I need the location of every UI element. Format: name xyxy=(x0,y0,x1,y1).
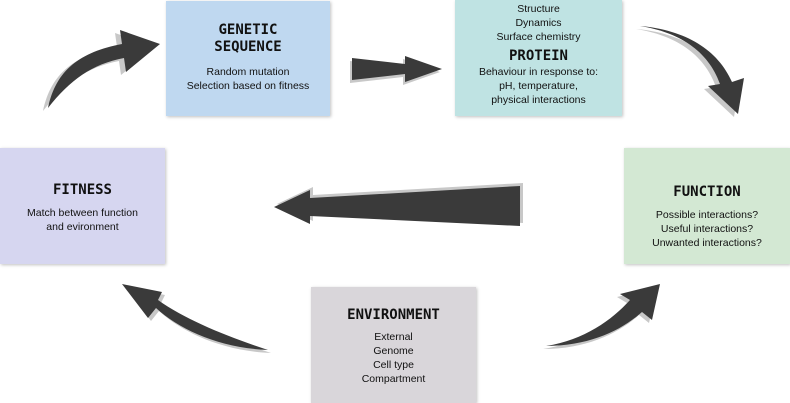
function-title: FUNCTION xyxy=(673,184,741,200)
genetic-line-1: Random mutation xyxy=(206,66,290,78)
arrow-function-to-fitness xyxy=(274,183,523,226)
protein-line-1: Behaviour in response to: xyxy=(478,66,599,78)
environment-title: ENVIRONMENT xyxy=(347,307,440,323)
fitness-box: FITNESS Match between function and eviro… xyxy=(0,148,165,264)
protein-pre-line-3: Surface chemistry xyxy=(496,31,581,43)
genetic-sequence-title: GENETIC SEQUENCE xyxy=(214,22,282,55)
arrow-fitness-to-genetic xyxy=(43,30,160,111)
fitness-line-2: and evironment xyxy=(46,221,119,233)
arrow-environment-to-function xyxy=(543,284,660,349)
function-line-1: Possible interactions? xyxy=(655,209,759,221)
function-line-2: Useful interactions? xyxy=(660,223,754,235)
environment-line-2: Genome xyxy=(373,345,414,357)
fitness-line-1: Match between function xyxy=(27,207,138,219)
protein-pre-line-2: Dynamics xyxy=(515,17,562,29)
protein-title: PROTEIN xyxy=(508,48,568,64)
environment-box: ENVIRONMENT External Genome Cell type Co… xyxy=(311,287,476,403)
arrow-genetic-to-protein xyxy=(350,56,442,85)
protein-line-2: pH, temperature, xyxy=(499,80,578,92)
environment-line-4: Compartment xyxy=(361,373,426,385)
environment-line-3: Cell type xyxy=(373,359,414,371)
arrow-environment-to-fitness xyxy=(122,284,271,353)
environment-line-1: External xyxy=(374,331,413,343)
arrow-protein-to-function xyxy=(636,26,744,117)
fitness-title: FITNESS xyxy=(52,182,112,198)
genetic-line-2: Selection based on fitness xyxy=(186,80,310,92)
protein-box: Structure Dynamics Surface chemistry PRO… xyxy=(455,0,622,116)
protein-pre-line-1: Structure xyxy=(517,3,560,15)
genetic-sequence-box: GENETIC SEQUENCE Random mutation Selecti… xyxy=(166,1,330,116)
function-line-3: Unwanted interactions? xyxy=(652,237,762,249)
protein-line-3: physical interactions xyxy=(491,94,586,106)
function-box: FUNCTION Possible interactions? Useful i… xyxy=(624,148,790,264)
